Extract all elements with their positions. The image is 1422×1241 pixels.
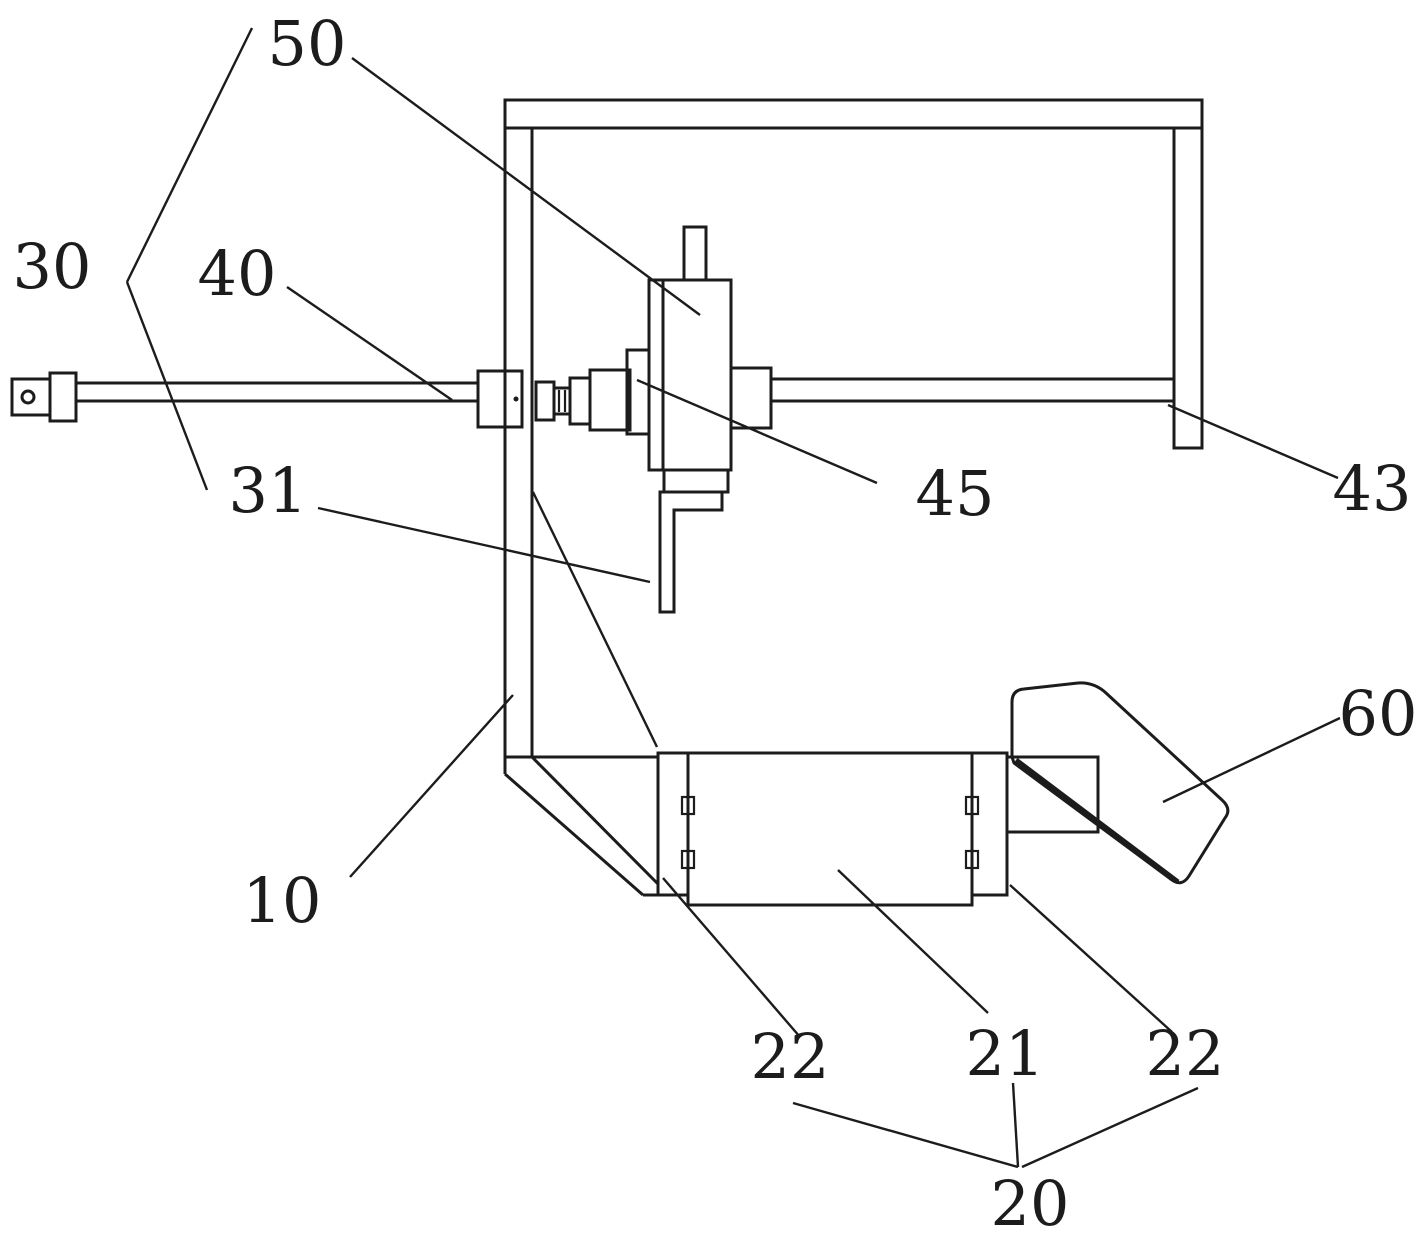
tab-right-lower	[964, 849, 980, 870]
leader-31	[317, 506, 651, 584]
leader-lines	[125, 27, 1341, 1169]
rod-end-hole	[20, 389, 36, 405]
gusset-inner-diagonal	[530, 755, 660, 886]
leader-21	[837, 869, 989, 1014]
leader-20-mid	[1011, 1082, 1020, 1168]
tab-right-upper	[964, 795, 980, 816]
bearing-block	[588, 368, 632, 432]
leader-20-left	[792, 1101, 1019, 1169]
column-bushing-40	[476, 369, 524, 429]
feed-rod-assembly	[10, 369, 524, 429]
label-21: 21	[966, 1017, 1045, 1090]
flap-mount-block	[1005, 755, 1100, 834]
leader-50	[351, 57, 701, 316]
label-22-left: 22	[751, 1020, 830, 1093]
tab-left-lower	[680, 849, 696, 870]
leader-30-lower	[125, 281, 209, 491]
flap-60	[1010, 681, 1230, 885]
reference-labels: 50 30 40 31 45 43 60 10 22 21 22 20	[13, 7, 1418, 1240]
coupler-a	[534, 380, 556, 422]
roller-body-21	[686, 751, 974, 907]
leader-60	[1162, 716, 1341, 804]
label-30: 30	[13, 230, 92, 303]
label-40: 40	[198, 237, 277, 310]
leader-22-left	[662, 877, 801, 1038]
motor-top-stub	[682, 225, 708, 282]
drive-unit-50	[647, 225, 773, 614]
gusset-outer-diagonal	[504, 772, 644, 897]
flap-outline	[1010, 681, 1230, 885]
label-31: 31	[229, 454, 308, 527]
leader-40	[286, 286, 453, 401]
label-10: 10	[243, 864, 322, 937]
leader-22-right	[1009, 884, 1173, 1033]
label-60: 60	[1339, 677, 1418, 750]
frame-top-bar	[503, 98, 1204, 130]
motor-foot	[662, 468, 730, 494]
label-43: 43	[1333, 452, 1412, 525]
label-50: 50	[268, 7, 347, 80]
end-plate-22-left	[656, 751, 690, 897]
tab-left-upper	[680, 795, 696, 816]
leader-10	[349, 694, 514, 878]
leader-column-brace	[531, 491, 659, 748]
coupler-b	[552, 386, 572, 416]
center-mark	[513, 396, 519, 402]
label-45: 45	[916, 457, 995, 530]
frame-right-bar-43	[1172, 126, 1204, 450]
flap-fold-line	[1014, 758, 1180, 884]
leader-20-right	[1021, 1086, 1199, 1169]
carriage-assembly-20	[656, 751, 1100, 907]
rod-end-nut	[48, 371, 78, 423]
leader-45	[636, 378, 878, 485]
end-plate-22-right	[970, 751, 1009, 897]
lower-gusset	[503, 755, 660, 897]
coupler-c	[568, 376, 592, 426]
leader-43	[1167, 403, 1339, 480]
leader-30-upper	[125, 27, 254, 283]
coupling-group-45	[534, 348, 651, 436]
label-22-right: 22	[1146, 1017, 1225, 1090]
label-20: 20	[991, 1167, 1070, 1240]
motor-right-block	[729, 366, 773, 430]
rod-end-fitting	[10, 377, 52, 417]
hanging-bracket-31	[658, 490, 724, 614]
frame-left-column-10	[503, 126, 534, 759]
